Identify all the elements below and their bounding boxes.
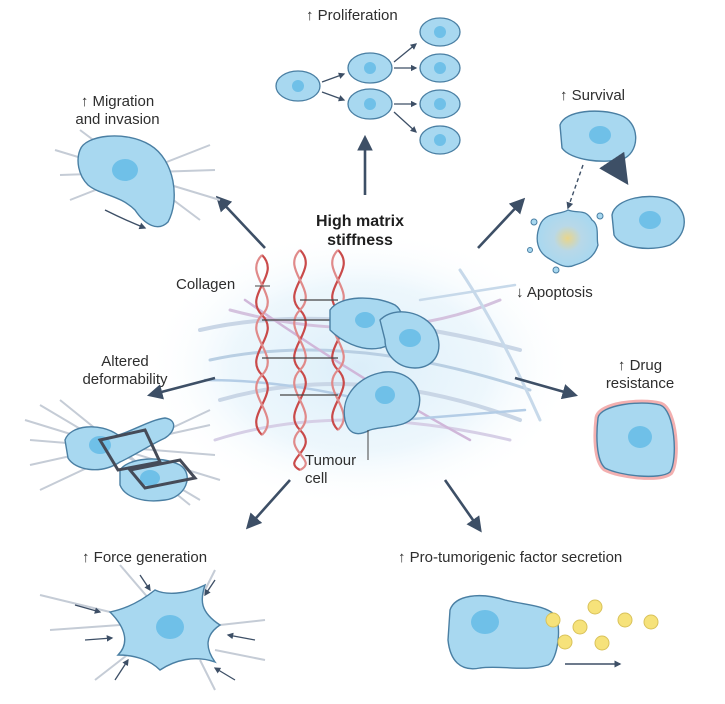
center-title-line2: stiffness bbox=[327, 232, 393, 249]
drug-line1: ↑ Drug bbox=[617, 357, 663, 374]
tumour-cell-label: Tumour cell bbox=[305, 452, 356, 488]
migration-label: ↑ Migration and invasion bbox=[55, 93, 180, 129]
secreted-factors bbox=[545, 599, 659, 651]
tumour-line2: cell bbox=[305, 470, 328, 487]
migration-line1: ↑ Migration bbox=[80, 93, 155, 110]
apoptosis-dashed-arrow bbox=[566, 164, 584, 210]
apoptosis-label: ↓ Apoptosis bbox=[516, 284, 593, 301]
deformability-line1: Altered bbox=[101, 353, 149, 370]
center-glow bbox=[145, 228, 575, 508]
drug-resistant-cell bbox=[593, 399, 678, 480]
apoptotic-cell bbox=[527, 209, 604, 274]
secretion-label: ↑ Pro-tumorigenic factor secretion bbox=[398, 549, 623, 566]
migration-cell bbox=[77, 135, 175, 228]
proliferation-cells bbox=[275, 17, 461, 155]
secreting-cell bbox=[447, 595, 560, 670]
force-arrows bbox=[74, 574, 256, 681]
effect-arrows bbox=[146, 134, 579, 533]
center-title: High matrix stiffness bbox=[300, 212, 420, 250]
migration-line2: and invasion bbox=[75, 111, 160, 128]
center-title-line1: High matrix bbox=[315, 213, 404, 230]
survival-bold-arrow bbox=[599, 151, 629, 185]
central-tumour-cells bbox=[329, 297, 440, 435]
migration-direction-arrow bbox=[104, 209, 147, 230]
collagen-label: Collagen bbox=[176, 276, 236, 293]
deformability-cells bbox=[64, 417, 188, 502]
deformability-pores bbox=[97, 428, 198, 490]
tumour-line1: Tumour bbox=[305, 452, 357, 469]
force-generation-label: ↑ Force generation bbox=[82, 549, 208, 566]
proliferation-arrows bbox=[321, 43, 418, 133]
collagen-fibres bbox=[255, 249, 345, 471]
deformability-line2: deformability bbox=[82, 371, 168, 388]
proliferation-label: ↑ Proliferation bbox=[306, 7, 398, 24]
survival-cells bbox=[559, 110, 685, 250]
force-cell bbox=[108, 583, 222, 671]
drug-resistance-label: ↑ Drug resistance bbox=[585, 357, 695, 393]
deformability-label: Altered deformability bbox=[60, 353, 190, 389]
drug-line2: resistance bbox=[605, 375, 675, 392]
survival-label: ↑ Survival bbox=[560, 87, 626, 104]
